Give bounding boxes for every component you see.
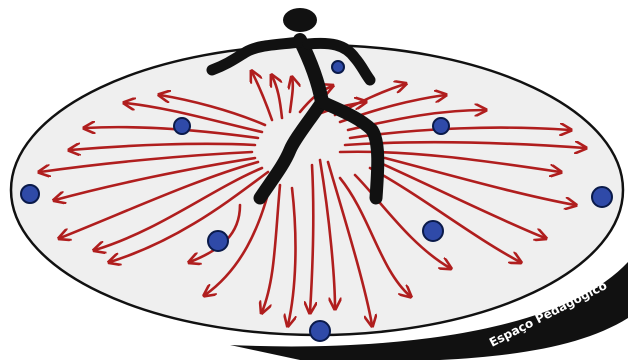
figure-head (283, 8, 317, 32)
dot (174, 118, 190, 134)
dot (423, 221, 443, 241)
dot (208, 231, 228, 251)
dot (21, 185, 39, 203)
dot (310, 321, 330, 341)
dot (332, 61, 344, 73)
dot (433, 118, 449, 134)
dot (592, 187, 612, 207)
